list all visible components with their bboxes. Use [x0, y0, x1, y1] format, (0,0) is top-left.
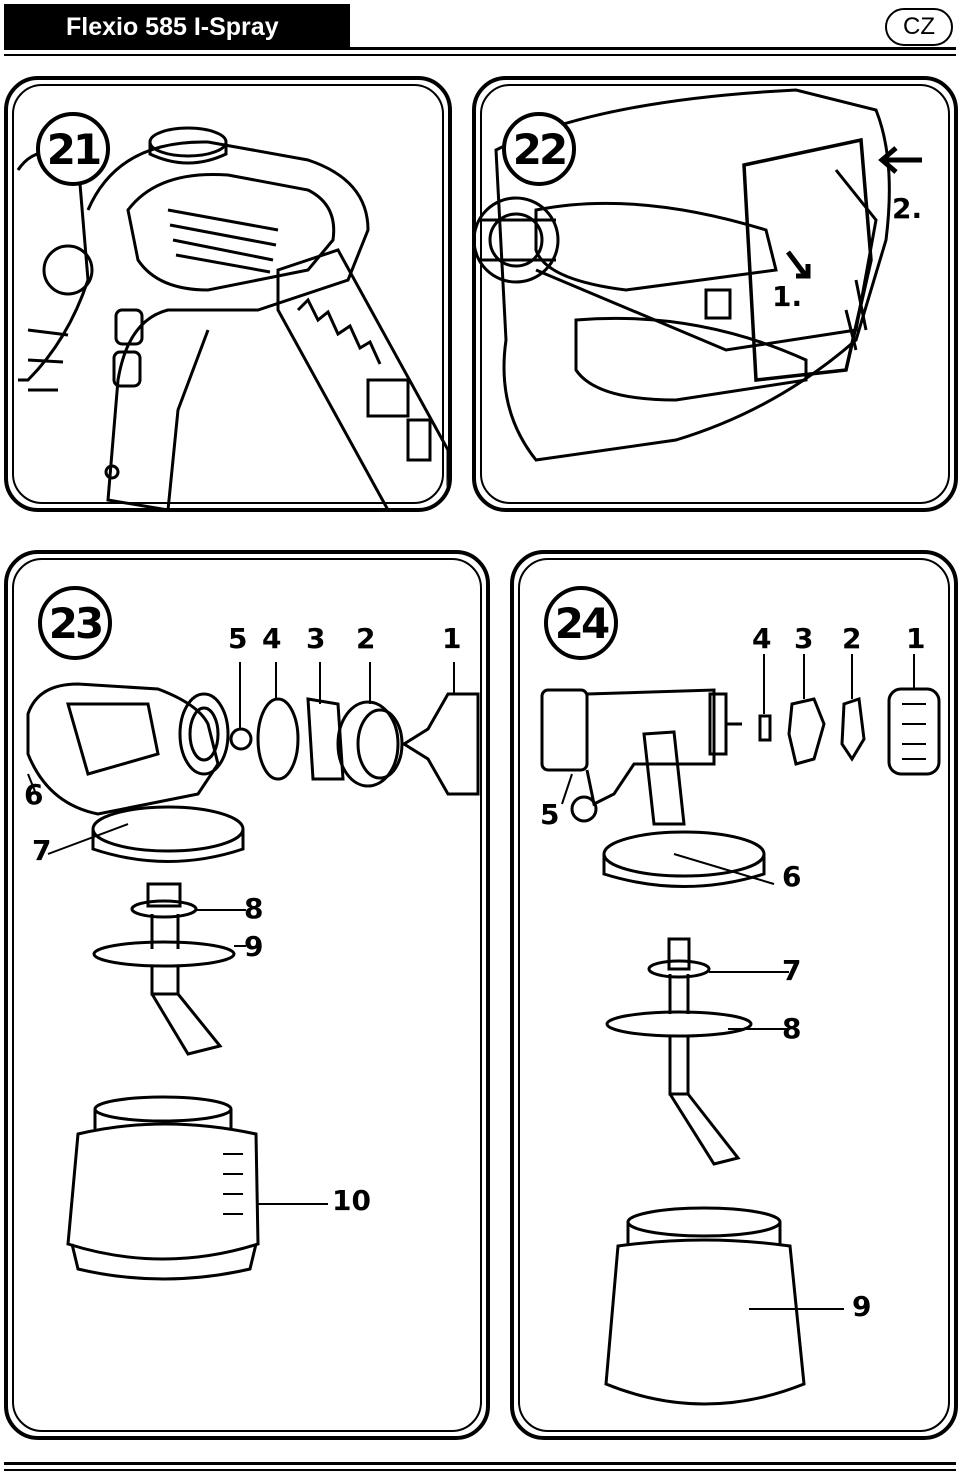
part-label-10: 10	[332, 1184, 371, 1217]
trigger-lock-illustration	[476, 88, 922, 462]
header-rule-lower	[4, 54, 956, 56]
part-label-4: 4	[752, 622, 772, 655]
part-label-5: 5	[228, 622, 248, 655]
spray-gun-handle-illustration	[16, 126, 448, 508]
part-label-2: 2	[356, 622, 376, 655]
panel-inner-border	[12, 84, 444, 504]
part-label-6: 6	[782, 860, 802, 893]
panel-step-24: 24 4 3 2 1 5 6 7 8 9	[510, 550, 958, 1440]
step-number-24: 24	[544, 586, 618, 660]
step-number-21: 21	[36, 112, 110, 186]
part-label-8: 8	[782, 1012, 802, 1045]
part-label-9: 9	[244, 930, 264, 963]
part-label-2: 2	[842, 622, 862, 655]
part-label-1: 1	[906, 622, 926, 655]
part-label-3: 3	[306, 622, 326, 655]
part-label-9: 9	[852, 1290, 872, 1323]
footer-rule	[4, 1462, 956, 1465]
part-label-4: 4	[262, 622, 282, 655]
part-label-3: 3	[794, 622, 814, 655]
header-rule	[350, 47, 956, 50]
part-label-7: 7	[32, 834, 52, 867]
panel-step-23: 23 5 4 3 2 1 6 7 8 9 10	[4, 550, 490, 1440]
part-label-7: 7	[782, 954, 802, 987]
part-label-1: 1	[442, 622, 462, 655]
footer-rule-lower	[4, 1469, 956, 1471]
panel-inner-border	[518, 558, 950, 1432]
part-label-8: 8	[244, 892, 264, 925]
panel-step-21: 21	[4, 76, 452, 512]
exploded-view-parts-24	[540, 654, 941, 1406]
callout-step-2: 2.	[892, 192, 923, 225]
page-title: Flexio 585 I-Spray	[4, 4, 350, 50]
panel-inner-border	[480, 84, 950, 504]
exploded-view-parts-23	[26, 662, 480, 1281]
callout-step-1: 1.	[772, 280, 803, 313]
panel-step-22: 22 1. 2.	[472, 76, 958, 512]
page-header: Flexio 585 I-Spray CZ	[0, 0, 960, 62]
language-badge: CZ	[885, 8, 953, 46]
step-number-23: 23	[38, 586, 112, 660]
part-label-5: 5	[540, 798, 560, 831]
part-label-6: 6	[24, 778, 44, 811]
step-number-22: 22	[502, 112, 576, 186]
panel-inner-border	[12, 558, 482, 1432]
